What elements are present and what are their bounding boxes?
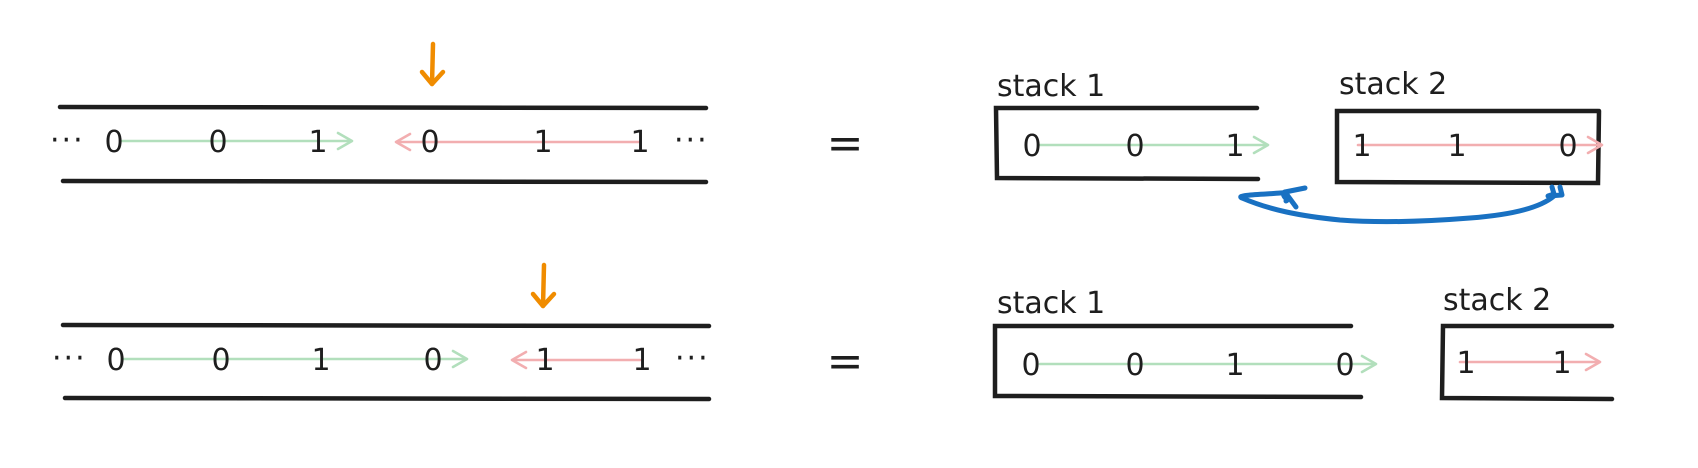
stack-2-push-arrow (1458, 352, 1602, 372)
stack-2-label: stack 2 (1339, 67, 1447, 102)
equals-sign: = (827, 118, 864, 169)
tape-ellipsis-right: ··· (674, 123, 709, 158)
tape-ellipsis-right: ··· (675, 341, 710, 376)
tape-bottom-rail-row-2 (62, 395, 712, 402)
tape-left-push-arrow-row-2 (121, 349, 469, 369)
stack-2-label: stack 2 (1443, 283, 1551, 318)
tape-cell: 1 (311, 343, 330, 378)
tape-cell: 0 (104, 125, 123, 160)
tape-top-rail-row-2 (60, 322, 712, 329)
row-1: ··· ··· 0 0 1 0 1 1 = stack 1 0 0 1 stac… (50, 41, 1604, 225)
tape-top-rail-row-1 (57, 104, 709, 111)
stack-1-push-arrow (1038, 354, 1378, 374)
stack-1-cell: 0 (1125, 348, 1144, 383)
stack-2-container (1439, 323, 1615, 402)
tape-left-push-arrow-row-1 (120, 131, 354, 151)
stack-1-label: stack 1 (997, 69, 1105, 104)
tape-right-push-arrow-row-1 (394, 132, 642, 152)
head-pointer-arrow-row-1 (419, 41, 446, 87)
tape-cell: 1 (630, 125, 649, 160)
stack-1-cell: 0 (1335, 348, 1354, 383)
tape-cell: 1 (535, 343, 554, 378)
tape-cell: 0 (211, 343, 230, 378)
tape-cell: 0 (208, 125, 227, 160)
stack-1-container (992, 323, 1364, 400)
stack-2-cell: 1 (1352, 129, 1371, 164)
stack-2-cell: 1 (1456, 346, 1475, 381)
stack-1-cell: 0 (1125, 129, 1144, 164)
tape-cell: 0 (423, 343, 442, 378)
tape-ellipsis-left: ··· (52, 341, 87, 376)
stack-1-cell: 1 (1225, 129, 1244, 164)
tape-bottom-rail-row-1 (60, 178, 709, 185)
stack-1-cell: 0 (1022, 129, 1041, 164)
stack-2-cell: 1 (1552, 346, 1571, 381)
row-2: ··· ··· 0 0 1 0 1 1 = stack 1 0 0 1 0 st… (52, 262, 1615, 402)
transfer-arrow (1238, 184, 1565, 225)
tape-cell: 1 (632, 343, 651, 378)
equals-sign: = (827, 336, 864, 387)
tape-cell: 1 (533, 125, 552, 160)
tape-cell: 1 (308, 125, 327, 160)
tape-ellipsis-left: ··· (50, 123, 85, 158)
stack-1-container (993, 105, 1261, 182)
stack-1-push-arrow (1038, 135, 1270, 155)
stack-2-container (1334, 108, 1602, 186)
stack-2-cell: 0 (1558, 129, 1577, 164)
stack-1-cell: 0 (1021, 348, 1040, 383)
stack-1-cell: 1 (1225, 348, 1244, 383)
stack-2-cell: 1 (1447, 129, 1466, 164)
tape-right-push-arrow-row-2 (510, 350, 642, 370)
tape-cell: 0 (106, 343, 125, 378)
head-pointer-arrow-row-2 (530, 262, 557, 309)
tape-cell: 0 (420, 125, 439, 160)
stack-2-push-arrow (1356, 135, 1604, 155)
stack-1-label: stack 1 (997, 286, 1105, 321)
